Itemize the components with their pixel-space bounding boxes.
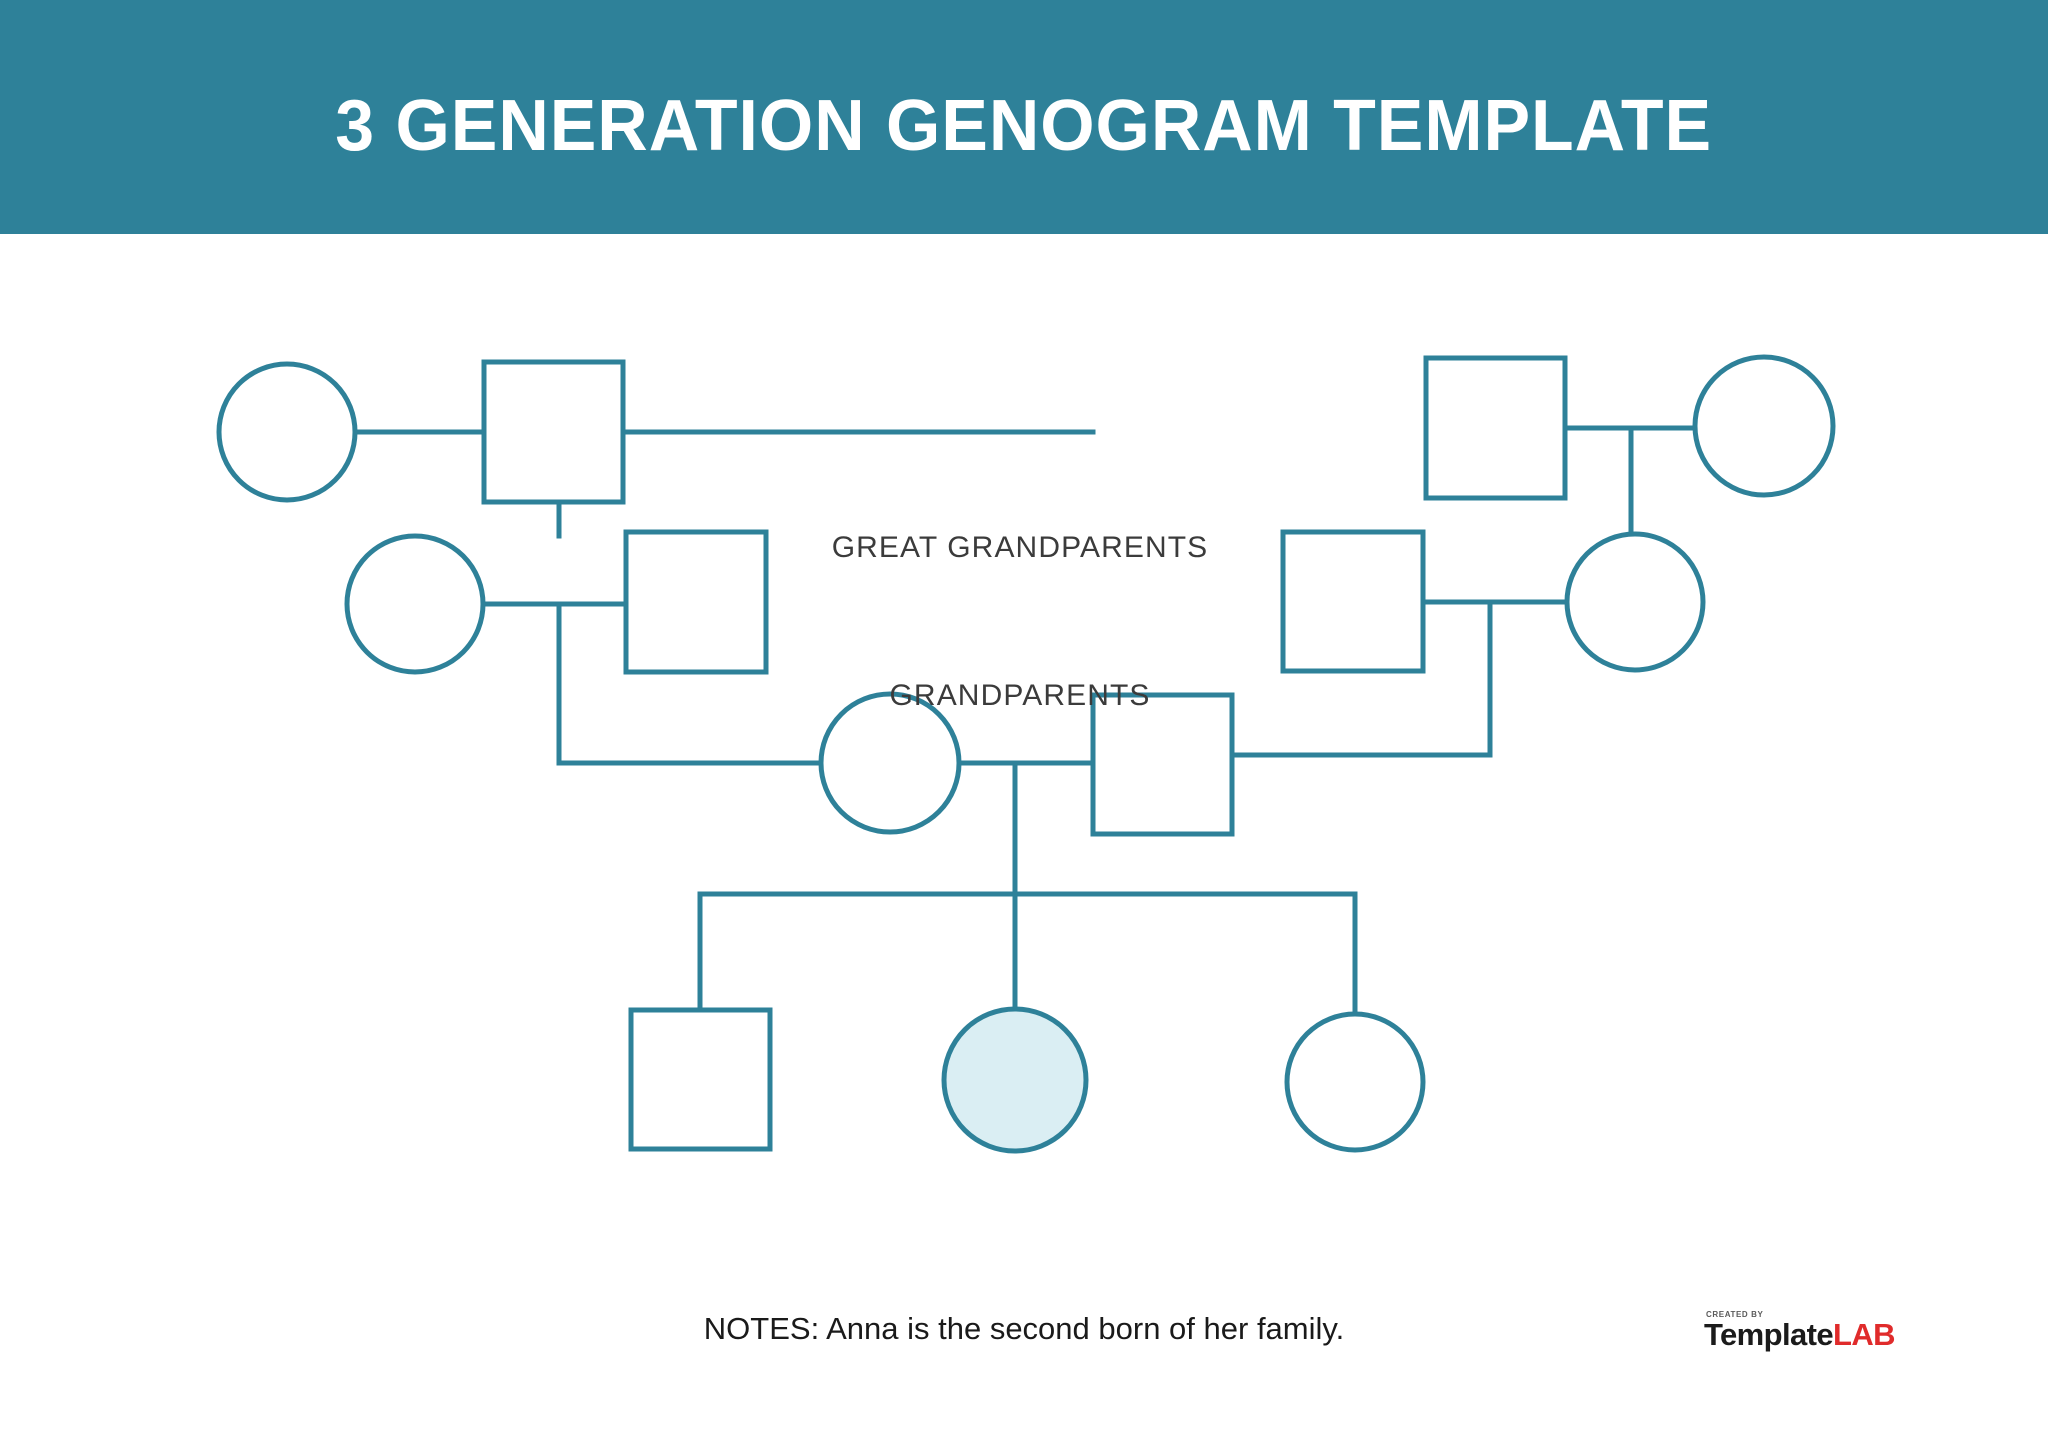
logo-word-lab: LAB [1833, 1317, 1896, 1352]
great-grandfather-left[interactable] [481, 359, 626, 505]
great-grandmother-right[interactable] [1692, 354, 1836, 498]
genogram-canvas: GREAT GRANDPARENTS GRANDPARENTS [0, 234, 2048, 1447]
mother[interactable] [818, 691, 962, 835]
child-anna-highlighted[interactable] [941, 1006, 1089, 1154]
grandfather-left[interactable] [623, 529, 769, 675]
node-layer [216, 354, 1836, 1154]
generation-label-great-grandparents: GREAT GRANDPARENTS [831, 531, 1209, 564]
connector-layer [352, 425, 1698, 1017]
logo-wordmark: TemplateLAB [1704, 1319, 1904, 1351]
child-son[interactable] [628, 1007, 773, 1152]
logo-word-template: Template [1704, 1317, 1834, 1352]
templatelab-logo: CREATED BY TemplateLAB [1704, 1310, 1904, 1366]
great-grandfather-right[interactable] [1423, 355, 1568, 501]
page-title: 3 GENERATION GENOGRAM TEMPLATE [335, 86, 1713, 166]
grandmother-left[interactable] [344, 533, 486, 675]
logo-created-by-label: CREATED BY [1706, 1310, 1764, 1319]
generation-label-grandparents: GRANDPARENTS [889, 679, 1151, 712]
child-daughter[interactable] [1284, 1011, 1426, 1153]
page-header-banner: 3 GENERATION GENOGRAM TEMPLATE [0, 0, 2048, 234]
great-grandmother-left[interactable] [216, 361, 358, 503]
notes-text: NOTES: Anna is the second born of her fa… [703, 1311, 1345, 1346]
grandfather-right[interactable] [1280, 529, 1426, 674]
grandmother-right[interactable] [1564, 531, 1706, 673]
genogram-diagram [216, 354, 1836, 1154]
father[interactable] [1090, 692, 1235, 837]
